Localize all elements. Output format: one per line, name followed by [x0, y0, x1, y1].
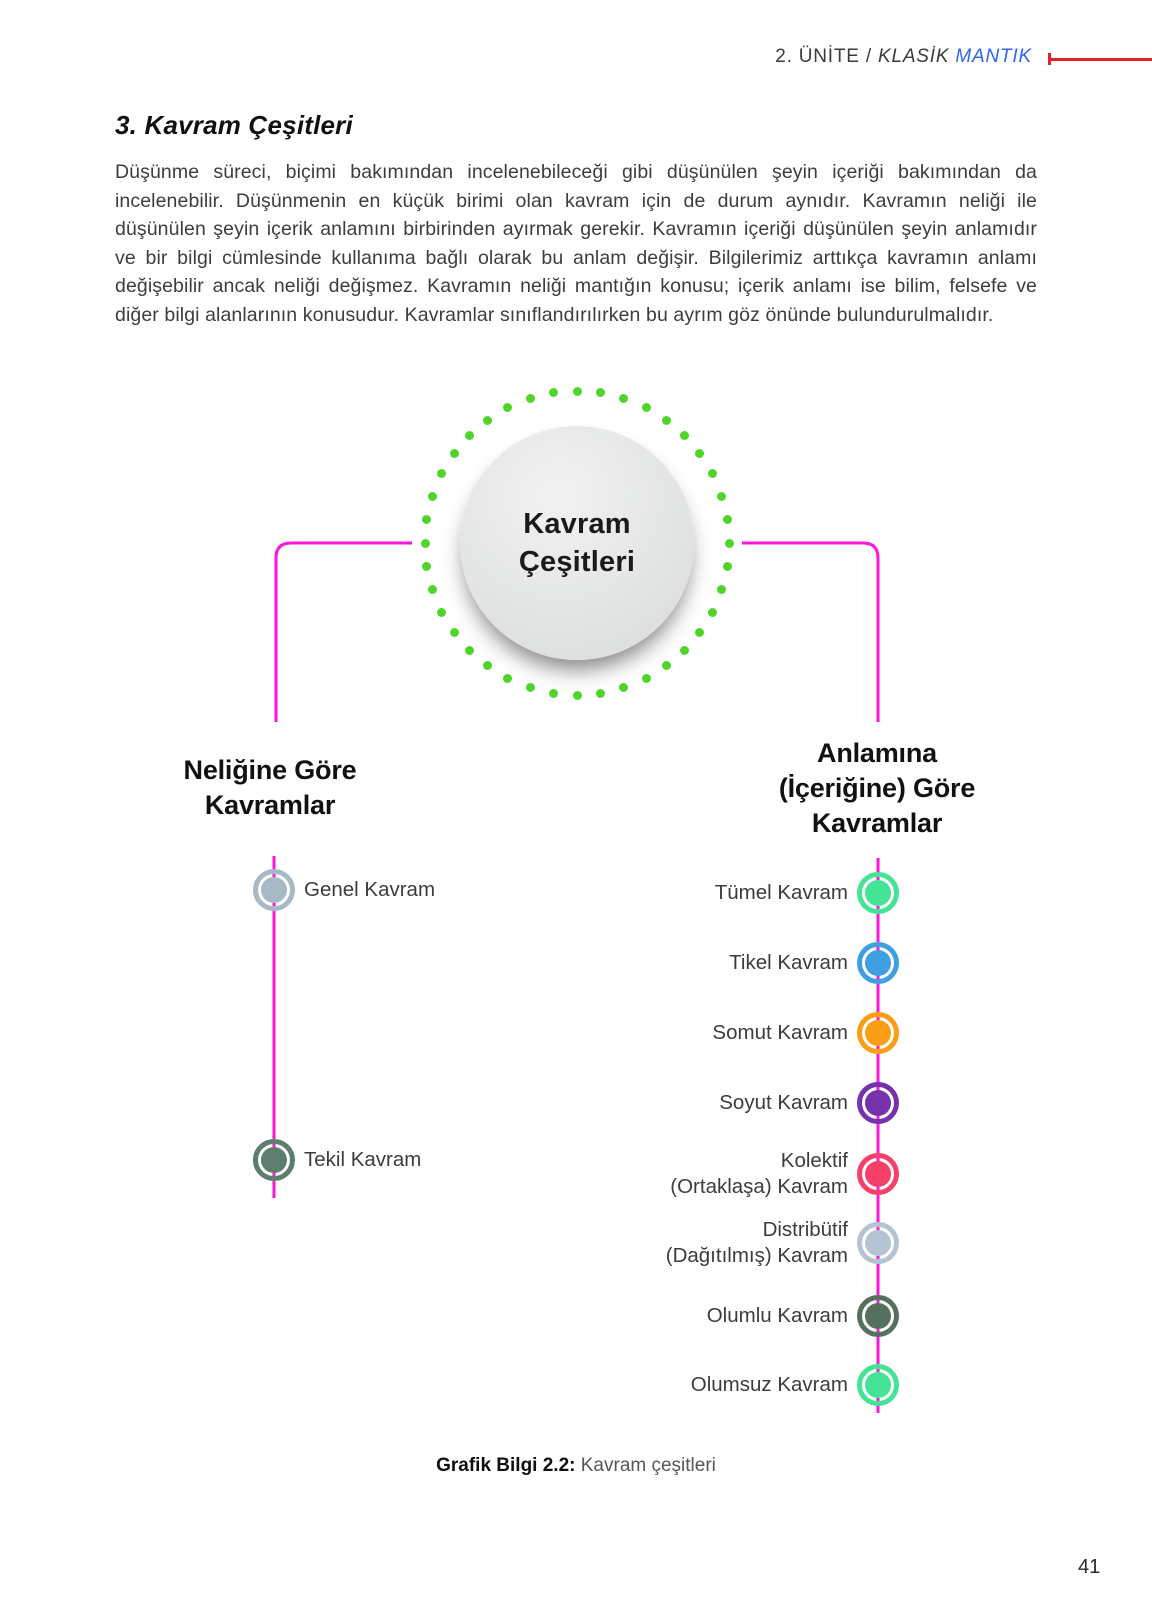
center-node-label: Kavram Çeşitleri: [518, 508, 636, 578]
ring-dot: [707, 607, 717, 617]
branch-item: Genel Kavram: [253, 869, 653, 911]
right-connector-line: [742, 541, 880, 722]
ring-dot: [619, 393, 629, 403]
ring-dot: [465, 431, 475, 441]
ring-dot: [661, 415, 671, 425]
ring-dot: [420, 538, 430, 548]
ring-dot: [503, 673, 513, 683]
item-bullet-icon: [857, 942, 899, 984]
item-bullet-icon: [857, 1364, 899, 1406]
ring-dot: [695, 449, 705, 459]
ring-dot: [422, 562, 432, 572]
ring-dot: [572, 690, 582, 700]
ring-dot: [483, 661, 493, 671]
item-bullet-icon: [253, 1139, 295, 1181]
branch-item: Tümel Kavram: [499, 872, 899, 914]
right-branch-title: Anlamına (İçeriğine) Göre Kavramlar: [778, 738, 976, 838]
item-label: Olumlu Kavram: [706, 1304, 848, 1327]
ring-dot: [465, 645, 475, 655]
ring-dot: [661, 661, 671, 671]
section-title: 3. Kavram Çeşitleri: [115, 110, 353, 140]
item-bullet-icon: [857, 1222, 899, 1264]
branch-item: Kolektif (Ortaklaşa) Kavram: [499, 1149, 899, 1198]
branch-item: Tekil Kavram: [253, 1139, 653, 1181]
ring-dot: [722, 562, 732, 572]
item-label: Genel Kavram: [304, 878, 436, 901]
ring-dot: [596, 388, 606, 398]
item-bullet-icon: [857, 872, 899, 914]
item-label: Tekil Kavram: [304, 1148, 422, 1171]
ring-dot: [437, 469, 447, 479]
ring-dot: [707, 469, 717, 479]
ring-dot: [422, 514, 432, 524]
item-bullet-icon: [253, 869, 295, 911]
ring-dot: [695, 627, 705, 637]
figure-caption: Grafik Bilgi 2.2: Kavram çeşitleri: [0, 1455, 1152, 1477]
caption-text: Kavram çeşitleri: [575, 1455, 716, 1476]
ring-dot: [449, 627, 459, 637]
ring-dot: [548, 688, 558, 698]
item-label: Kolektif (Ortaklaşa) Kavram: [670, 1149, 848, 1198]
branch-item: Soyut Kavram: [499, 1082, 899, 1124]
header-course-highlight: MANTIK: [955, 46, 1032, 67]
item-bullet-icon: [857, 1082, 899, 1124]
page-number: 41: [1078, 1556, 1101, 1578]
branch-item: Olumsuz Kavram: [499, 1364, 899, 1406]
header-course-prefix: KLASİK: [877, 46, 956, 67]
intro-paragraph: Düşünme süreci, biçimi bakımından incele…: [115, 161, 1037, 326]
ring-dot: [427, 491, 437, 501]
item-label: Somut Kavram: [712, 1021, 848, 1044]
ring-dot: [449, 449, 459, 459]
ring-dot: [717, 585, 727, 595]
item-label: Distribütif (Dağıtılmış) Kavram: [665, 1218, 848, 1267]
left-connector-line: [274, 541, 412, 722]
ring-dot: [619, 683, 629, 693]
ring-dot: [596, 688, 606, 698]
ring-dot: [483, 415, 493, 425]
ring-dot: [641, 673, 651, 683]
branch-item: Distribütif (Dağıtılmış) Kavram: [499, 1218, 899, 1267]
header-rule-line: [1048, 58, 1152, 61]
ring-dot: [525, 393, 535, 403]
ring-dot: [525, 683, 535, 693]
ring-dot: [724, 538, 734, 548]
ring-dot: [437, 607, 447, 617]
item-label: Olumsuz Kavram: [690, 1373, 848, 1396]
branch-item: Somut Kavram: [499, 1012, 899, 1054]
center-node: Kavram Çeşitleri: [460, 426, 694, 660]
page-header: 2. ÜNİTE / KLASİK MANTIK: [775, 46, 1032, 68]
ring-dot: [427, 585, 437, 595]
caption-label: Grafik Bilgi 2.2:: [436, 1455, 576, 1476]
item-bullet-icon: [857, 1012, 899, 1054]
ring-dot: [503, 403, 513, 413]
ring-dot: [641, 403, 651, 413]
ring-dot: [572, 386, 582, 396]
item-label: Tikel Kavram: [729, 951, 848, 974]
ring-dot: [717, 491, 727, 501]
ring-dot: [679, 431, 689, 441]
ring-dot: [722, 514, 732, 524]
branch-item: Olumlu Kavram: [499, 1295, 899, 1337]
ring-dot: [548, 388, 558, 398]
branch-item: Tikel Kavram: [499, 942, 899, 984]
item-label: Soyut Kavram: [719, 1091, 848, 1114]
item-bullet-icon: [857, 1295, 899, 1337]
ring-dot: [679, 645, 689, 655]
left-branch-title: Neliğine Göre Kavramlar: [183, 755, 357, 820]
item-label: Tümel Kavram: [714, 881, 848, 904]
header-unit-label: 2. ÜNİTE /: [775, 46, 878, 67]
diagram: Kavram Çeşitleri Neliğine Göre Kavramlar…: [0, 360, 1152, 1440]
item-bullet-icon: [857, 1153, 899, 1195]
